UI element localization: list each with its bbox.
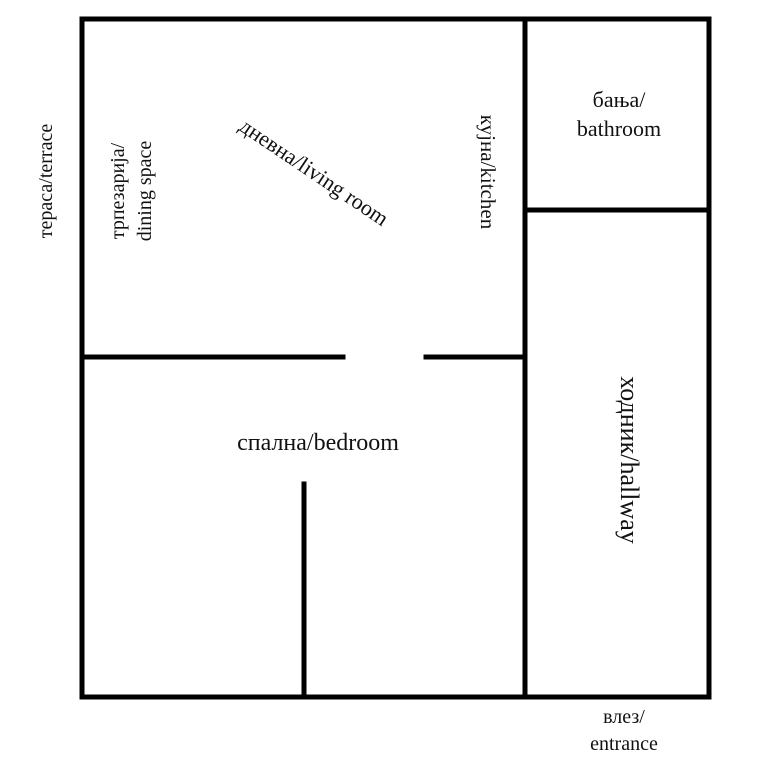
entrance-label-line1: влез/ xyxy=(603,706,645,728)
kitchen-label: кујна/kitchen xyxy=(476,115,500,230)
bathroom-label-line1: бања/ xyxy=(593,87,647,112)
bedroom-label: спална/bedroom xyxy=(237,430,399,456)
terrace-label: тераса/terrace xyxy=(35,124,57,239)
dining-label-line1: трпезарија/ xyxy=(107,142,129,239)
living-room-label: дневна/living room xyxy=(235,113,393,231)
entrance-label-line2: entrance xyxy=(590,733,658,755)
dining-label-line2: dining space xyxy=(134,141,156,242)
hallway-label: ходник/hallway xyxy=(615,376,644,543)
bathroom-label-line2: bathroom xyxy=(577,116,661,141)
